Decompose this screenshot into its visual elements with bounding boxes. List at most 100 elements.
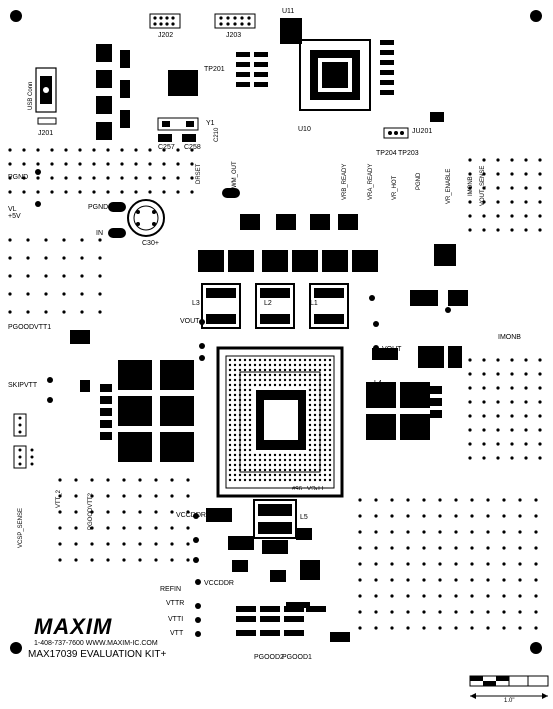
bga-ball [288,468,292,472]
bga-ball [228,388,232,392]
bga-ball [293,373,297,377]
via [482,214,486,218]
bga-ball [313,463,317,467]
bga-ball [248,373,252,377]
bga-ball [238,453,242,457]
bga-ball [288,378,292,382]
bga-ball [323,468,327,472]
bga-ball [233,418,237,422]
bga-ball [323,358,327,362]
bga-ball [323,423,327,427]
via [22,190,26,194]
via [90,510,94,514]
via [58,494,62,498]
bga-ball [293,478,297,482]
bga-ball [268,458,272,462]
bga-ball [268,478,272,482]
via [524,400,528,404]
bga-ball [228,398,232,402]
bga-ball [238,468,242,472]
bga-ball [263,478,267,482]
bga-ball [313,413,317,417]
bga-ball [308,373,312,377]
via [496,372,500,376]
bga-ball [323,453,327,457]
bga-ball [298,478,302,482]
usb-connector-outline [35,67,57,113]
bga-ball [313,438,317,442]
bga-ball [318,453,322,457]
pgood-vtt2-label: PGOODVTT2 [88,492,94,530]
via [486,514,490,518]
bga-ball [243,408,247,412]
via [406,594,410,598]
via [8,148,12,152]
bga-ball [243,428,247,432]
bga-ball [258,458,262,462]
via [496,358,500,362]
vtti-label: VTTI [168,616,184,623]
bga-ball [233,423,237,427]
bga-ball [243,358,247,362]
bga-ball [258,358,262,362]
bga-ball [308,418,312,422]
bga-ball [243,373,247,377]
tp203-label: TP203 [398,150,419,157]
via [510,442,514,446]
pgood1-label: PGOOD1 [282,654,312,661]
bga-ball [248,398,252,402]
via [486,498,490,502]
bga-ball [313,393,317,397]
vout-mid-label: VOUT [382,346,402,353]
via [406,498,410,502]
via [390,530,394,534]
via [438,514,442,518]
via [538,228,542,232]
via [190,176,194,180]
bga-ball [328,408,332,412]
via [468,414,472,418]
via [470,562,474,566]
imonb-top-label: IMONB [468,176,474,196]
via [510,358,514,362]
bga-ball [318,368,322,372]
bga-ball [308,473,312,477]
bga-ball [313,468,317,472]
bga-ball [328,413,332,417]
bga-ball [308,413,312,417]
via [438,594,442,598]
j202-label: J202 [158,32,174,39]
via [162,176,166,180]
pwm-out-label: PWM_OUT [232,161,238,192]
bga-ball [308,443,312,447]
via [134,190,138,194]
via [524,428,528,432]
via [176,162,180,166]
via [8,274,12,278]
bga-ball [228,433,232,437]
bga-ball [328,473,332,477]
via [538,400,542,404]
via [524,456,528,460]
bga-ball [243,443,247,447]
bga-ball [323,428,327,432]
bga-ball [313,473,317,477]
via [454,626,458,630]
bga-ball [248,368,252,372]
via [120,190,124,194]
bga-ball [238,418,242,422]
bga-ball [268,378,272,382]
bga-ball [228,478,232,482]
via [26,274,30,278]
bga-ball [228,393,232,397]
via [496,200,500,204]
bga-ball [233,358,237,362]
via [538,372,542,376]
via [502,626,506,630]
via [176,148,180,152]
bga-ball [278,463,282,467]
via [468,186,472,190]
bga-ball [313,368,317,372]
bga-ball [253,368,257,372]
via [502,498,506,502]
